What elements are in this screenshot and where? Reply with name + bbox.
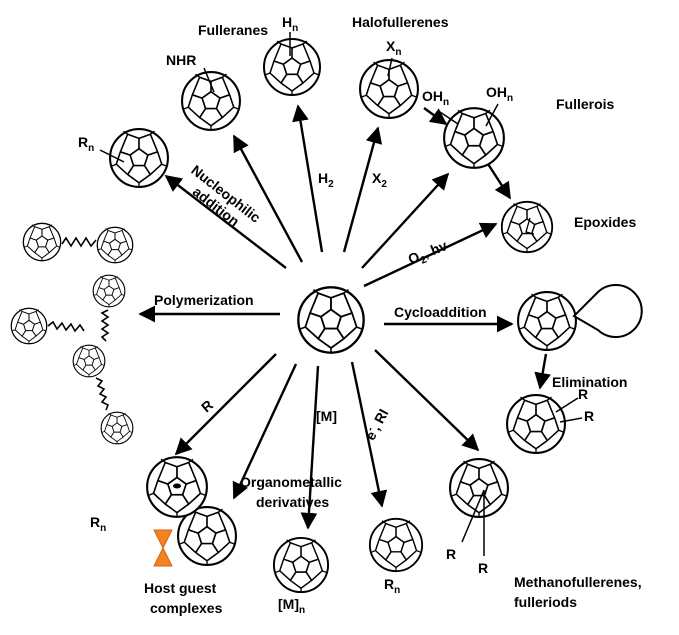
label-xn: Xn [386, 38, 402, 58]
label-oh-1: OHn [422, 88, 450, 108]
arrow-halogenation [342, 126, 383, 253]
label-derivatives: derivatives [256, 494, 330, 510]
label-oh-2: OHn [486, 84, 514, 104]
label-nhr: NHR [166, 52, 197, 68]
label-r-meth-1: R [446, 546, 457, 562]
rn-left-bond [99, 149, 125, 163]
nhr-bond [203, 67, 215, 93]
polymer-ball-1-icon [22, 222, 62, 262]
label-elimination: Elimination [552, 374, 628, 390]
x-bond [387, 57, 393, 77]
arrow-hydrogenation [292, 104, 324, 253]
fullerane-icon [262, 37, 322, 97]
arrow-nucleophilic [164, 174, 287, 269]
label-fullerois: Fullerois [556, 96, 615, 112]
label-r-elim-1: R [578, 386, 589, 402]
polymer-ball-6-icon [100, 411, 134, 445]
host-guest-top-icon [153, 529, 173, 550]
arrow-organometallic [300, 365, 320, 530]
polymer-ball-2-icon [96, 226, 134, 264]
label-halofullerenes: Halofullerenes [352, 14, 449, 30]
arrow-host-guest [232, 363, 298, 500]
label-hn: Hn [282, 14, 299, 34]
polymer-ball-5-icon [72, 344, 106, 378]
arrow-oh-bond [423, 107, 448, 125]
label-host-guest-1: Host guest [144, 580, 217, 596]
organometallic-fullerene-icon [272, 536, 330, 594]
label-rn-left: Rn [78, 134, 95, 154]
cycloadduct-fullerene-icon [517, 291, 577, 351]
arrow-r [174, 353, 277, 456]
nhr-fullerene-icon [181, 71, 241, 131]
label-m-n: [M]n [278, 596, 306, 616]
methano-bonds [461, 489, 485, 556]
host-guest-bottom-icon [153, 546, 173, 567]
label-x2: X2 [372, 170, 387, 190]
label-methano-2: fulleriods [514, 594, 578, 610]
polymer-chain-1 [61, 236, 97, 248]
arrow-elimination [534, 353, 551, 390]
label-cycloaddition: Cycloaddition [394, 304, 487, 320]
label-fulleranes: Fulleranes [198, 22, 269, 38]
polymer-chain-4 [95, 377, 110, 411]
polymer-chain-2 [100, 309, 110, 342]
label-h2: H2 [318, 170, 334, 190]
elimination-fullerene-icon [506, 394, 567, 455]
label-r-elim-2: R [584, 408, 595, 424]
arrow-fullerol-epoxide [486, 163, 512, 200]
endohedral-atom-icon [173, 483, 181, 489]
arrow-hydroxylation [361, 172, 450, 269]
arrow-methano [374, 349, 480, 452]
label-epoxides: Epoxides [574, 214, 637, 230]
label-polymerization: Polymerization [154, 292, 254, 308]
fullerol-icon [443, 107, 505, 169]
polymer-chain-3 [47, 320, 85, 333]
rn-bottom-fullerene-icon [368, 517, 424, 573]
label-organometallic: Organometallic [240, 474, 342, 490]
label-m-arrow: [M] [316, 408, 337, 424]
elimination-bonds [555, 397, 583, 423]
polymer-ball-4-icon [10, 307, 48, 345]
label-rn-bottom: Rn [384, 576, 401, 596]
label-rn-bottom-left: Rn [90, 514, 107, 534]
arrow-amination [232, 134, 304, 263]
cyclic-reagent-icon [572, 284, 643, 338]
arrow-reduction [350, 361, 388, 508]
label-host-guest-2: complexes [150, 600, 223, 616]
epoxide-bridge [525, 217, 535, 235]
rn-fullerene-icon [109, 128, 169, 188]
methanofullerene-icon [448, 457, 510, 519]
center-fullerene-icon [297, 286, 365, 354]
label-methano-1: Methanofullerenes, [514, 574, 642, 590]
polymer-ball-3-icon [92, 274, 126, 308]
label-r-meth-2: R [478, 560, 489, 576]
arrow-epoxidation [363, 222, 498, 288]
